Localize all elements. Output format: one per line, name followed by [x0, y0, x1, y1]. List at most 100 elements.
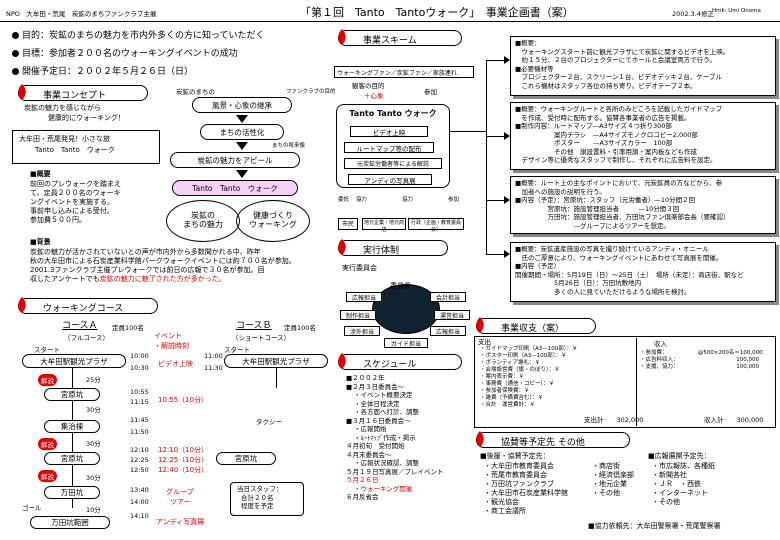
circle-health: 健康づくり ウォーキング: [236, 200, 310, 242]
start-b-place: 大牟田駅観光プラザ: [224, 354, 328, 368]
scheme-heading: 事業スキーム: [338, 29, 462, 46]
leaf-icon: [476, 317, 484, 333]
detail-guide: ■概要：ルート上の主なポイントにおいて、元炭鉱員の方などから、参 加者への施設の…: [510, 176, 776, 234]
scheme-support-1: 委託: [338, 197, 350, 203]
guide-badge-1: 解説: [38, 374, 57, 386]
guide-badge-2: 解説: [38, 438, 57, 450]
partners-police: ■協力依頼先：大牟田警察署・荒尾警察署: [588, 522, 721, 530]
scheme-visitor-purpose: 観客の目的: [352, 82, 385, 90]
stop-miyahara-b: 宮原坑: [216, 452, 276, 465]
time-1030: 10:30: [130, 364, 149, 372]
connector-vertical: [486, 60, 487, 254]
video-label: ビデオ上映: [158, 360, 193, 368]
org-role-2: 会計担当: [430, 292, 466, 302]
org-heading: 実行体制: [338, 239, 448, 256]
scheme-support-3: 協力: [402, 197, 414, 203]
org-role-3: 制作担当: [340, 310, 376, 320]
scheme-item-photo: アンディの写真展: [348, 174, 432, 185]
arrow-right-icon: [504, 56, 510, 64]
budget-panel: [474, 336, 776, 428]
arrow-right-icon: [504, 132, 510, 140]
org-role-1: 広報担当: [346, 292, 382, 302]
time-1340: 13:40: [130, 486, 149, 494]
time-1000: 10:00: [130, 352, 149, 360]
objective-purpose: 目的：炭鉱のまちの魅力を市内外多くの方に知っていただく: [12, 28, 265, 41]
time-1055: 10:55: [130, 388, 149, 396]
guide-badge-3: 解説: [38, 470, 57, 482]
detail-video: ■概要： ウォーキングスタート前に観光プラザにて炭鉱に関するビデオを上映。 約１…: [510, 36, 776, 96]
connector: [486, 136, 504, 137]
arrow-right-icon: [504, 196, 510, 204]
pyramid-step-2: まちの活性化: [200, 124, 284, 140]
time-1150: 11:50: [130, 428, 149, 436]
partners-sponsor-list-2: ・商店街 ・経済倶楽部 ・地元企業 ・その他: [592, 462, 634, 497]
leaf-icon: [338, 353, 346, 369]
leaf-icon: [338, 29, 346, 45]
leaf-icon: [18, 297, 26, 313]
time-1130: 11:30: [204, 364, 223, 372]
course-b-line: [276, 368, 277, 388]
concept-intro-2: 健康的にウォーキング！: [48, 114, 125, 122]
connector: [486, 60, 504, 61]
course-a-sub: （フルコース）: [64, 334, 110, 342]
event-4: 12:40（10分）: [158, 466, 209, 474]
concept-intro-1: 炭鉱の魅力を感じながら: [24, 104, 101, 112]
budget-heading: 事業収支（案）: [476, 317, 596, 334]
staff-box: 当日スタッフ： 合計２０名 程度を予定: [230, 482, 304, 516]
stop-miyahara-2: 宮原坑: [44, 452, 100, 465]
background-text: 炭鉱の魅力が活かされていないとの声が市内外から多数聞かれる中、昨年 秋の大牟田市…: [30, 248, 296, 283]
leaf-icon: [18, 84, 26, 100]
course-a-line: [72, 368, 73, 508]
stop-miyahara: 宮原坑: [44, 388, 100, 401]
event-label: イベント: [154, 332, 182, 340]
stop-manda-end: 万田坑範囲: [30, 516, 110, 529]
author: Hmk: Umi Onoma: [712, 8, 761, 14]
course-a-capacity: 定員100名: [112, 324, 144, 332]
budget-expense-list: ・ガイドマップ印刷（A3—100部）：￥ ・ポスター印刷（A3—100部）：￥ …: [480, 346, 578, 408]
org-committee: 実行委員会: [342, 264, 377, 272]
org-role-5: 渉外担当: [344, 326, 380, 336]
budget-divider: [636, 338, 637, 426]
start-a-place: 大牟田駅観光プラザ: [22, 354, 126, 368]
partners-heading: 協賛等予定先 その他: [476, 431, 630, 448]
time-1100: 11:00: [204, 352, 223, 360]
scheme-join: 参加: [424, 88, 437, 96]
org-role-6: 広報担当: [430, 326, 466, 336]
org-role-7: ガイド担当: [384, 338, 428, 348]
org-chair: 委員長: [390, 282, 411, 290]
stop-manda: 万田坑: [44, 486, 100, 499]
revision-date: 2002.3.4修正: [672, 10, 714, 18]
budget-income-title: 収入: [654, 340, 667, 348]
event-label-2: ・解説時刻: [154, 342, 189, 350]
tour-label: ツアー: [170, 498, 191, 506]
time-1410: 14:10: [130, 512, 149, 520]
pyramid-step-4: Tanto Tanto ウォーク: [172, 180, 298, 196]
org-center-oval: [372, 284, 440, 334]
goal-label: ゴール: [22, 504, 42, 512]
pyramid-arrow-1: [236, 115, 248, 123]
walk-30min-3: 30分: [86, 474, 101, 482]
scheme-participants: ウォーキングファン／炭鉱ファン／家族連れ: [334, 66, 474, 78]
walk-30min-2: 30分: [86, 440, 101, 448]
course-a-title: コースＡ: [62, 321, 98, 331]
course-b-capacity: 定員100名: [284, 324, 316, 332]
course-heading: ウォーキングコース: [18, 297, 158, 314]
walk-30min-1: 30分: [86, 406, 101, 414]
header-rule: [0, 21, 780, 22]
scheme-support-2: 協力: [356, 197, 368, 203]
scheme-government: 行政（企画・教育委員会）: [408, 218, 464, 233]
outline-text: 前回のプレウォークを踏まえ て、定員２００名のウォーキ ングイベントを実施する。…: [30, 180, 121, 224]
course-b-sub: （ショートコース）: [232, 334, 291, 342]
scheme-item-video: ビデオ上映: [350, 126, 428, 137]
scheme-heart: ＋心象: [364, 92, 384, 100]
partners-pr-title: ■広報展開予定先：: [648, 452, 711, 460]
walk-10min: 10分: [86, 506, 101, 514]
stop-shuji: 集治棟: [44, 420, 100, 433]
event-2: 12:10（10分）: [158, 446, 209, 454]
budget-income-list: ・参加費： @500×200名＝100,000 ・広告料収入： 100,000 …: [640, 350, 763, 370]
page-title: 「第１回 Tanto Tantoウォーク」 事業企画書（案）: [300, 6, 574, 19]
start-a-label: スタート: [34, 346, 60, 354]
pyramid-arrow-3: [236, 170, 248, 178]
time-1115: 11:15: [130, 398, 149, 406]
pyramid-future-label: まちの将来像: [272, 143, 306, 149]
